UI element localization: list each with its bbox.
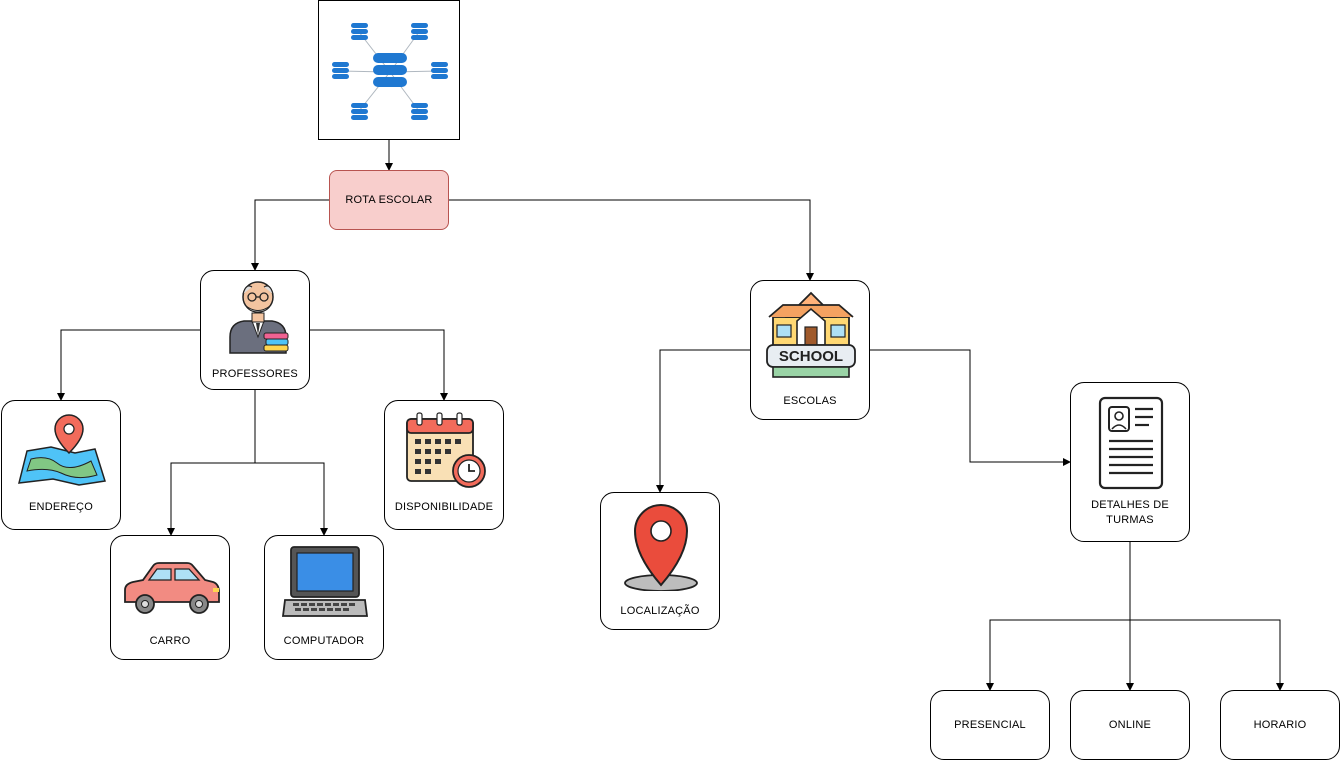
endereco-label: ENDEREÇO [29, 501, 93, 513]
professores-label: PROFESSORES [212, 368, 298, 380]
horario-label: HORARIO [1253, 719, 1307, 731]
edge-rota-escolas [449, 199, 814, 281]
edge-professores-endereco [57, 329, 200, 401]
presencial-node[interactable]: PRESENCIAL [930, 690, 1050, 760]
rota-escolar-label: ROTA ESCOLAR [345, 194, 433, 206]
carro-node[interactable]: CARRO [110, 535, 230, 660]
online-label: ONLINE [1108, 719, 1152, 731]
school-sign-text: SCHOOL [779, 348, 843, 365]
rota-escolar-node[interactable]: ROTA ESCOLAR [329, 170, 449, 230]
school-icon: SCHOOL [766, 291, 856, 378]
carro-label: CARRO [149, 635, 191, 647]
edge-professores-computador [255, 462, 328, 536]
online-node[interactable]: ONLINE [1070, 690, 1190, 760]
edge-professores-carro [167, 390, 256, 536]
edge-escolas-detalhes [870, 349, 1071, 466]
edge-detalhes-horario [1130, 619, 1284, 691]
escolas-label: ESCOLAS [783, 395, 837, 407]
teacher-icon [229, 281, 289, 354]
computador-label: COMPUTADOR [283, 635, 365, 647]
professores-node[interactable]: PROFESSORES [200, 270, 310, 390]
calendar-clock-icon [406, 412, 486, 488]
document-profile-icon [1098, 396, 1164, 490]
detalhes-label-line2: TURMAS [1106, 514, 1154, 526]
database-network-icon [332, 23, 448, 120]
edge-rota-professores [251, 199, 329, 271]
localizacao-node[interactable]: LOCALIZAÇÃO [600, 492, 720, 630]
database-node[interactable] [318, 0, 460, 140]
presencial-label: PRESENCIAL [954, 719, 1026, 731]
disponibilidade-node[interactable]: DISPONIBILIDADE [384, 400, 504, 530]
car-icon [124, 562, 220, 614]
endereco-node[interactable]: ENDEREÇO [1, 400, 121, 530]
edge-professores-disponibilidade [310, 329, 448, 401]
detalhes-turmas-label: DETALHES DE TURMAS [1071, 498, 1189, 528]
computador-node[interactable]: COMPUTADOR [264, 535, 384, 660]
edge-escolas-localizacao [656, 349, 750, 493]
horario-node[interactable]: HORARIO [1220, 690, 1340, 760]
location-pin-icon [624, 504, 698, 591]
disponibilidade-label: DISPONIBILIDADE [394, 501, 494, 513]
detalhes-label-line1: DETALHES DE [1091, 499, 1169, 511]
escolas-node[interactable]: SCHOOL ESCOLAS [750, 280, 870, 420]
localizacao-label: LOCALIZAÇÃO [620, 605, 700, 617]
laptop-icon [281, 546, 369, 617]
edge-detalhes-presencial [986, 619, 1130, 691]
map-pin-icon [18, 414, 106, 486]
detalhes-turmas-node[interactable]: DETALHES DE TURMAS [1070, 382, 1190, 542]
